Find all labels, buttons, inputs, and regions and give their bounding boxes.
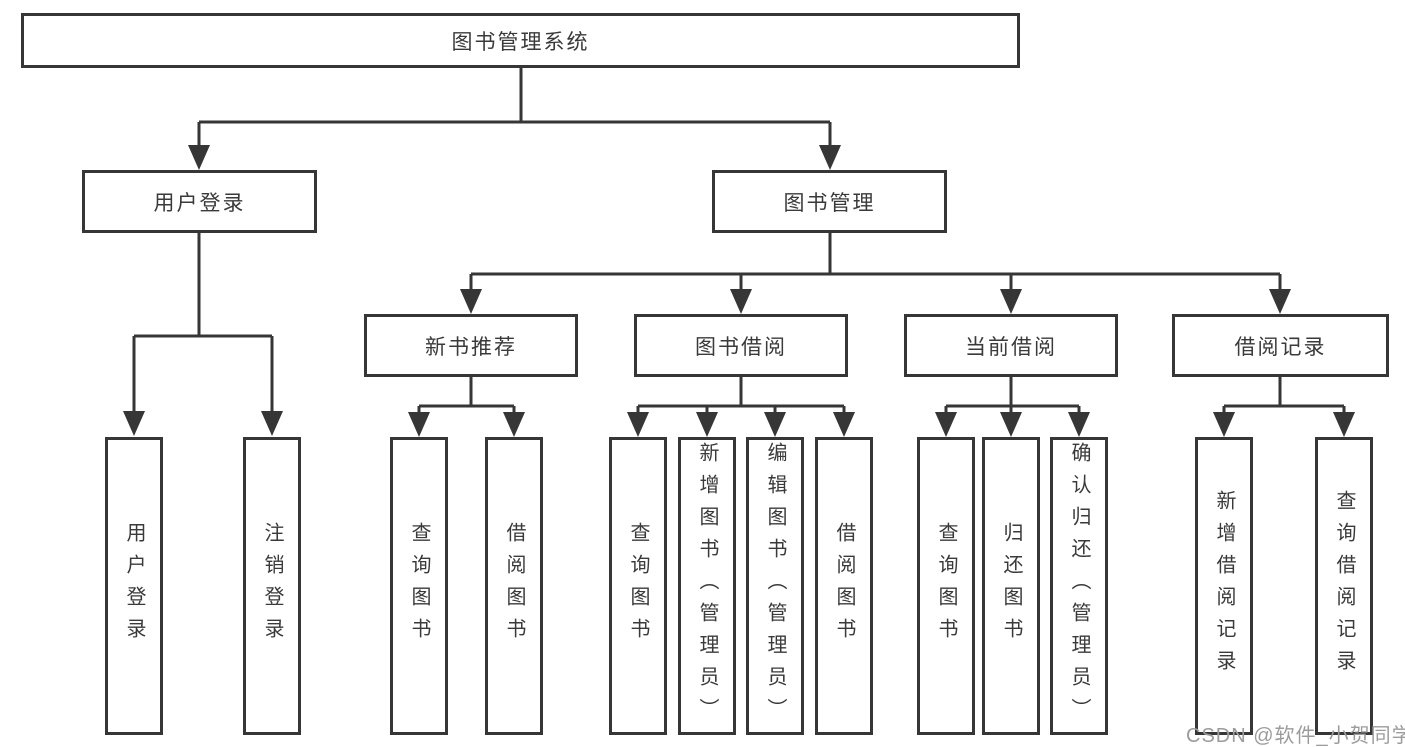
leaf-query-books-recommend: 查询图书 [390, 437, 448, 735]
node-root: 图书管理系统 [21, 13, 1020, 68]
leaf-return-books: 归还图书 [982, 437, 1040, 735]
leaf-add-book-admin: 新增图书（管理员） [678, 437, 736, 735]
csdn-watermark: CSDN @软件_小贺同学 [1186, 725, 1405, 747]
node-current-borrowing: 当前借阅 [904, 314, 1118, 377]
leaf-query-borrow-record: 查询借阅记录 [1315, 437, 1373, 735]
leaf-edit-book-admin: 编辑图书（管理员） [746, 437, 804, 735]
arrowheads [123, 145, 1355, 437]
node-borrowing-records: 借阅记录 [1172, 314, 1389, 377]
node-new-book-recommendation: 新书推荐 [364, 314, 578, 377]
leaf-add-borrow-record: 新增借阅记录 [1195, 437, 1253, 735]
leaf-borrow-books-borrowing: 借阅图书 [815, 437, 873, 735]
leaf-borrow-books-recommend: 借阅图书 [485, 437, 543, 735]
leaf-query-books-borrowing: 查询图书 [609, 437, 667, 735]
node-user-login: 用户登录 [82, 170, 317, 233]
leaf-logout: 注销登录 [243, 437, 301, 735]
node-book-management: 图书管理 [712, 170, 947, 233]
leaf-confirm-return-admin: 确认归还（管理员） [1050, 437, 1108, 735]
leaf-user-login: 用户登录 [105, 437, 163, 735]
node-book-borrowing: 图书借阅 [634, 314, 848, 377]
leaf-query-books-current: 查询图书 [917, 437, 975, 735]
